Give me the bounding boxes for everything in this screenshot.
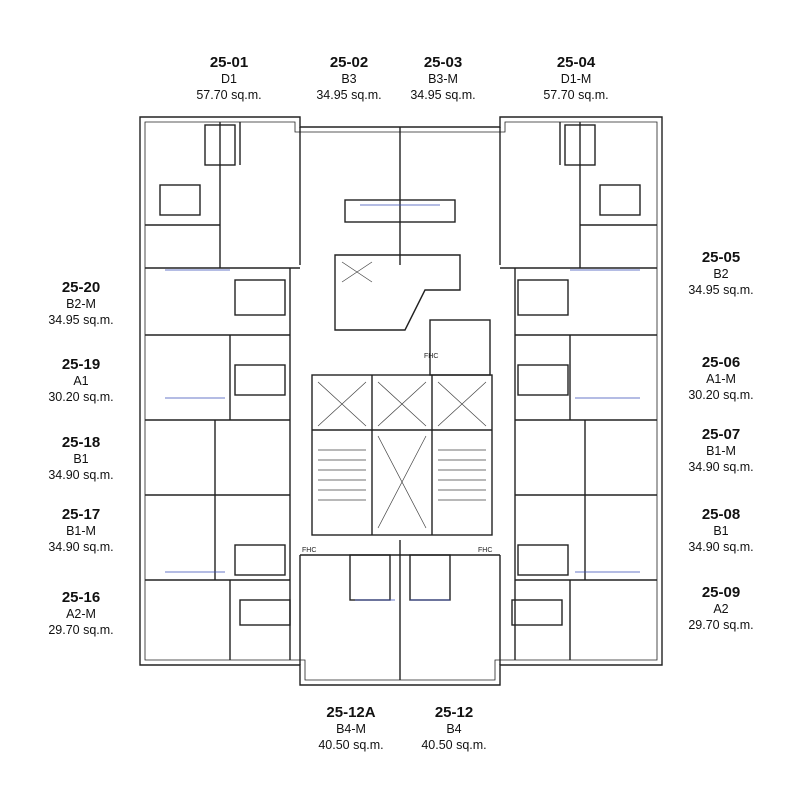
unit-area: 34.90 sq.m. (688, 540, 754, 554)
unit-area: 34.95 sq.m. (688, 283, 754, 297)
unit-type: B2 (713, 267, 729, 281)
unit-number: 25-04 (556, 54, 596, 71)
unit-area: 34.95 sq.m. (316, 88, 382, 102)
unit-area: 57.70 sq.m. (196, 88, 262, 102)
fhc-label: FHC (302, 547, 316, 554)
unit-number: 25-12 (434, 704, 474, 721)
unit-type: B4-M (336, 722, 366, 736)
unit-area: 30.20 sq.m. (688, 388, 754, 402)
unit-area: 34.90 sq.m. (48, 540, 114, 554)
unit-type: B1-M (66, 524, 96, 538)
unit-number: 25-01 (209, 54, 249, 71)
walls (139, 116, 663, 686)
fhc-label: FHC (478, 547, 492, 554)
unit-type: B3-M (428, 72, 458, 86)
unit-label-25-12a: 25-12A B4-M 40.50 sq.m. (301, 705, 401, 753)
unit-number: 25-12A (326, 704, 376, 721)
unit-label-25-20: 25-20 B2-M 34.95 sq.m. (31, 280, 131, 328)
unit-number: 25-17 (61, 506, 101, 523)
unit-area: 29.70 sq.m. (688, 618, 754, 632)
unit-number: 25-09 (701, 584, 741, 601)
unit-label-25-19: 25-19 A1 30.20 sq.m. (31, 357, 131, 405)
unit-type: B1 (713, 524, 729, 538)
unit-type: D1 (221, 72, 237, 86)
unit-type: A1-M (706, 372, 736, 386)
unit-type: D1-M (560, 72, 592, 86)
unit-label-25-04: 25-04 D1-M 57.70 sq.m. (526, 55, 626, 103)
unit-label-25-01: 25-01 D1 57.70 sq.m. (179, 55, 279, 103)
plumbing-lines (165, 204, 640, 601)
unit-type: A2 (713, 602, 729, 616)
unit-area: 34.95 sq.m. (48, 313, 114, 327)
unit-number: 25-06 (701, 354, 741, 371)
unit-number: 25-05 (701, 249, 741, 266)
unit-area: 40.50 sq.m. (421, 738, 487, 752)
unit-label-25-06: 25-06 A1-M 30.20 sq.m. (671, 355, 771, 403)
unit-label-25-17: 25-17 B1-M 34.90 sq.m. (31, 507, 131, 555)
unit-area: 40.50 sq.m. (318, 738, 384, 752)
fhc-labels: FHC FHC FHC (302, 353, 492, 554)
unit-label-25-03: 25-03 B3-M 34.95 sq.m. (393, 55, 493, 103)
unit-area: 34.90 sq.m. (48, 468, 114, 482)
unit-label-25-05: 25-05 B2 34.95 sq.m. (671, 250, 771, 298)
unit-number: 25-07 (701, 426, 741, 443)
unit-type: B1 (73, 452, 89, 466)
unit-number: 25-08 (701, 506, 741, 523)
unit-type: B3 (341, 72, 357, 86)
unit-area: 34.90 sq.m. (688, 460, 754, 474)
fhc-label: FHC (424, 353, 438, 360)
unit-area: 30.20 sq.m. (48, 390, 114, 404)
unit-label-25-02: 25-02 B3 34.95 sq.m. (299, 55, 399, 103)
unit-label-25-07: 25-07 B1-M 34.90 sq.m. (671, 427, 771, 475)
unit-area: 29.70 sq.m. (48, 623, 114, 637)
unit-area: 57.70 sq.m. (543, 88, 609, 102)
unit-area: 34.95 sq.m. (410, 88, 476, 102)
unit-number: 25-19 (61, 356, 101, 373)
unit-number: 25-03 (423, 54, 463, 71)
unit-number: 25-20 (61, 279, 101, 296)
unit-label-25-16: 25-16 A2-M 29.70 sq.m. (31, 590, 131, 638)
unit-label-25-18: 25-18 B1 34.90 sq.m. (31, 435, 131, 483)
unit-label-25-12: 25-12 B4 40.50 sq.m. (404, 705, 504, 753)
unit-label-25-09: 25-09 A2 29.70 sq.m. (671, 585, 771, 633)
unit-type: A2-M (66, 607, 96, 621)
unit-number: 25-02 (329, 54, 369, 71)
unit-number: 25-18 (61, 434, 101, 451)
unit-number: 25-16 (61, 589, 101, 606)
unit-type: B1-M (706, 444, 736, 458)
unit-type: B4 (446, 722, 462, 736)
unit-label-25-08: 25-08 B1 34.90 sq.m. (671, 507, 771, 555)
unit-type: A1 (73, 374, 89, 388)
core-shafts (317, 261, 487, 529)
unit-type: B2-M (66, 297, 96, 311)
